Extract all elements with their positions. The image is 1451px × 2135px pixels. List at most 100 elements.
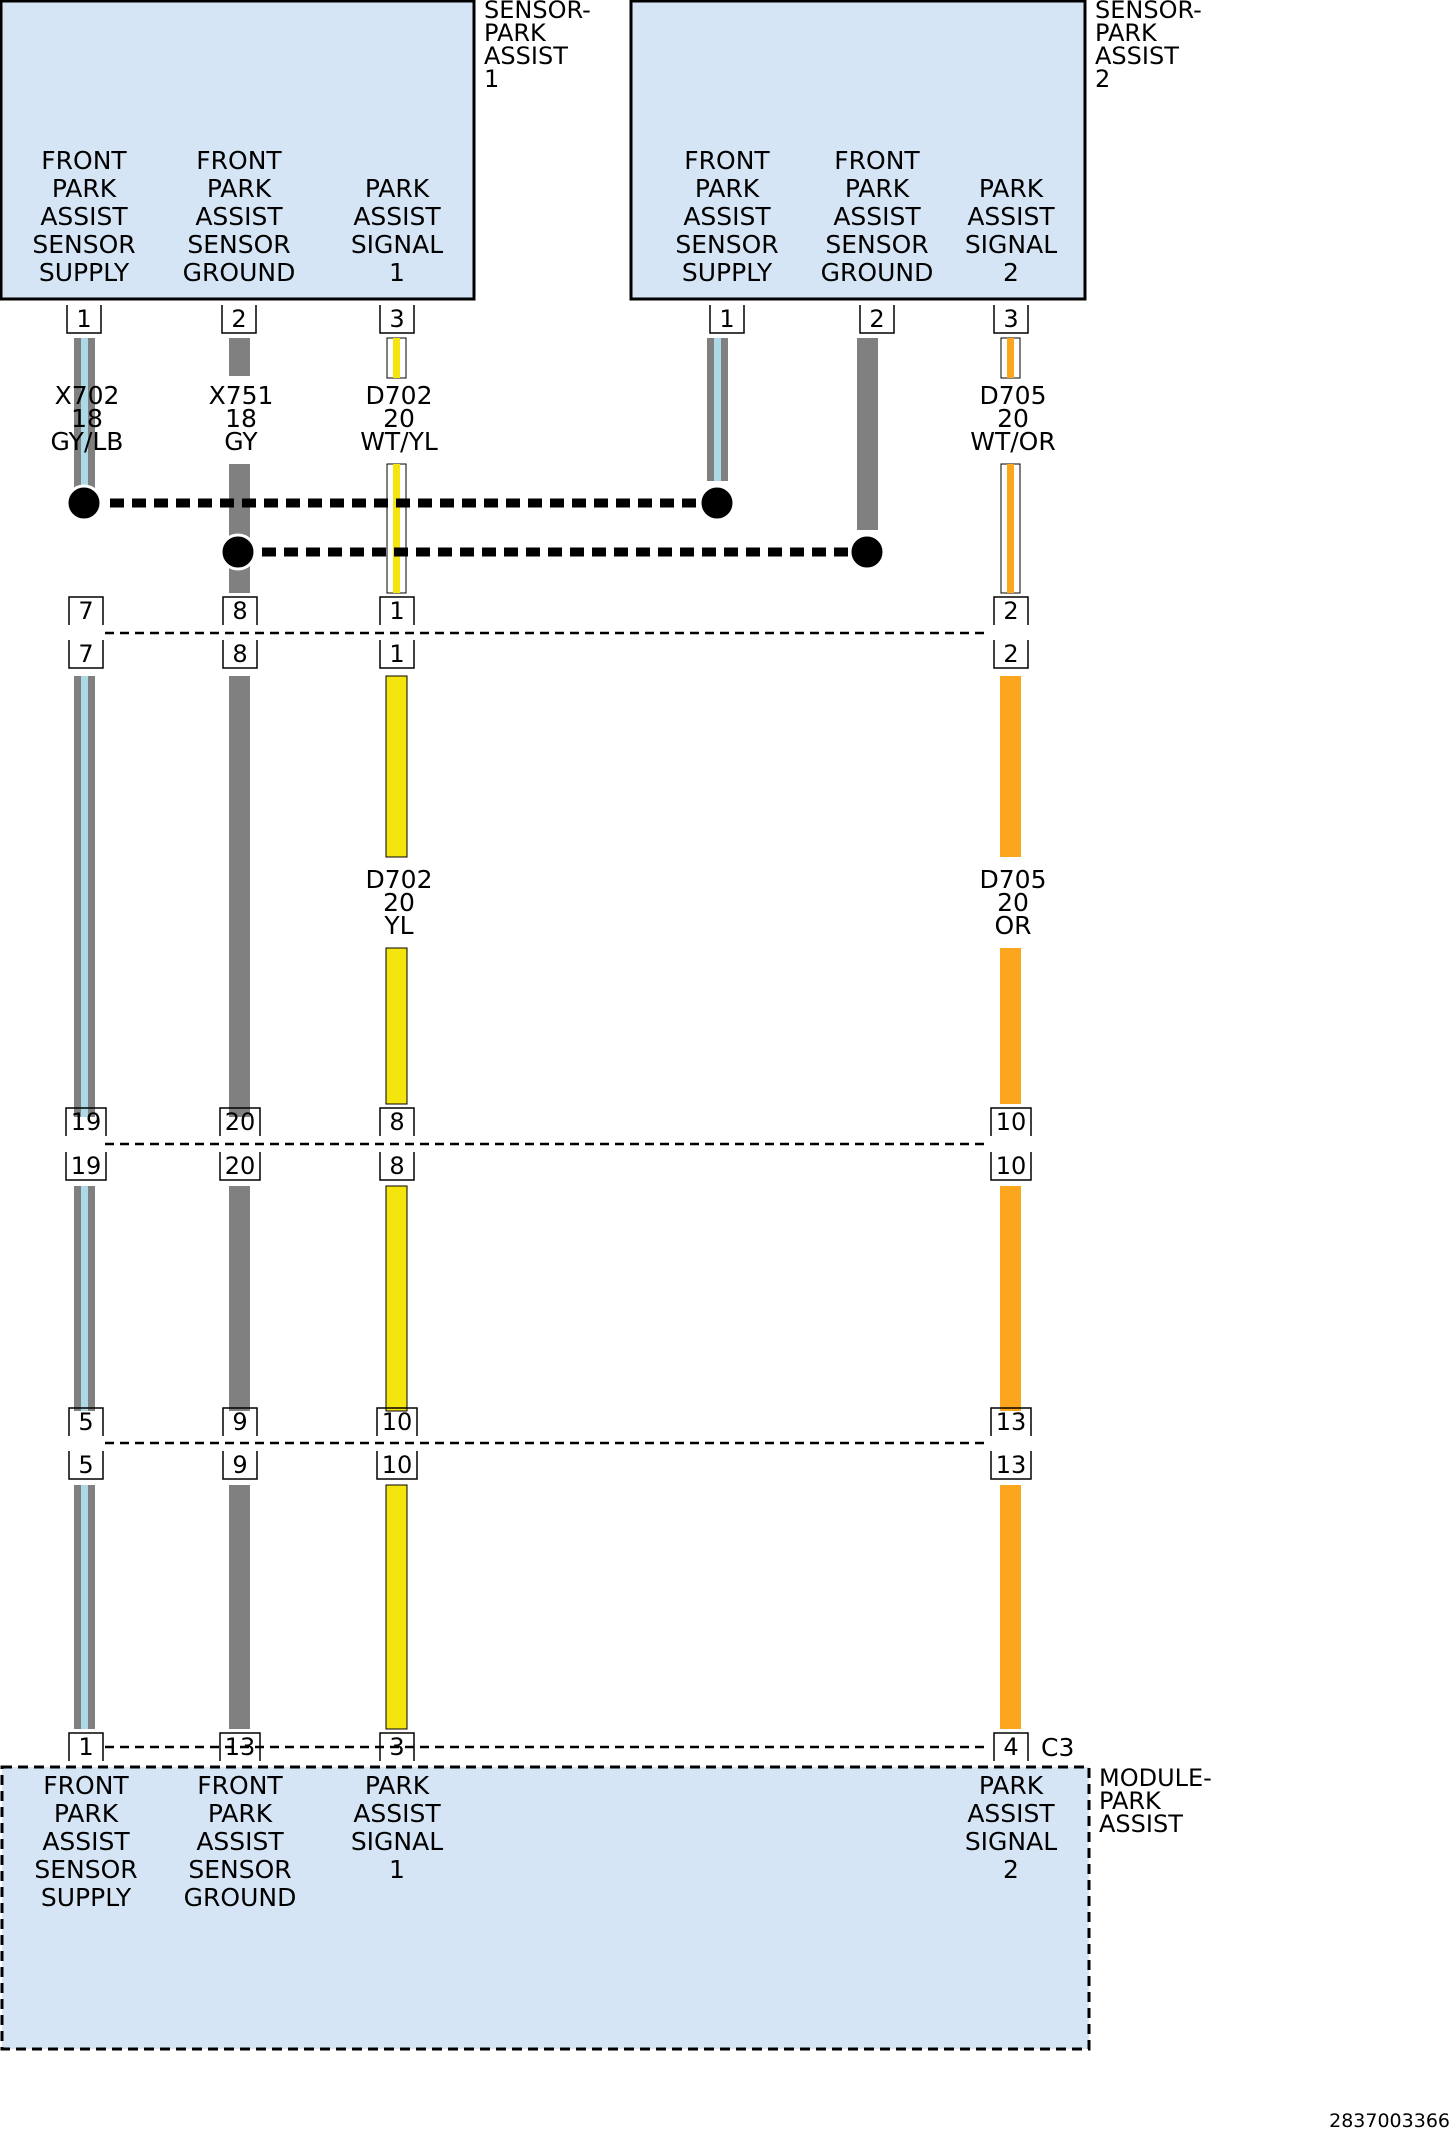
pin-number: 13 <box>996 1408 1027 1436</box>
wire-d705-upper-b-stripe <box>1007 464 1014 593</box>
wire-x751-seg-c <box>229 676 250 1117</box>
figure-id: 2837003366 <box>1329 2110 1450 2132</box>
pin-number: 20 <box>225 1108 256 1136</box>
pin-number: 10 <box>382 1408 413 1436</box>
wire-sensor2-ground <box>857 338 878 530</box>
wire-x751-gy <box>229 338 250 1729</box>
wire-d702-seg-e <box>385 1185 408 1412</box>
connector-row-2-bottom-pin-20: 20 <box>219 1152 261 1181</box>
splice-node-ground-right <box>848 533 886 571</box>
pin-number: 10 <box>996 1152 1027 1180</box>
connector-row-1-bottom-pin-1: 1 <box>379 640 415 669</box>
wire-d702-seg-d <box>385 947 408 1105</box>
connector-row-2-top-pin-8: 8 <box>379 1107 415 1136</box>
connector-row-2-top-pin-19: 19 <box>65 1107 107 1136</box>
wire-d705-seg-f <box>1000 1485 1021 1729</box>
pin-number: 8 <box>232 597 247 625</box>
splice-node-supply-left <box>65 484 103 522</box>
pin-number: 19 <box>71 1108 102 1136</box>
pin-number: 7 <box>78 597 93 625</box>
sensor-1-pin-1: 1 <box>66 305 102 334</box>
connector-row-2-bottom-pin-8: 8 <box>379 1152 415 1181</box>
pin-number: 10 <box>996 1108 1027 1136</box>
pin-number: 1 <box>78 1733 93 1761</box>
wire-d705-seg-d <box>1000 948 1021 1104</box>
wire-s2-supply-stripe <box>714 338 721 481</box>
connector-row-3-bottom-pin-9: 9 <box>222 1451 258 1480</box>
sensor-2-pin-3: 3 <box>993 305 1029 334</box>
connector-row-1-top-pin-7: 7 <box>68 596 104 625</box>
pin-number: 1 <box>76 305 91 333</box>
pin-number: 2 <box>1003 597 1018 625</box>
pin-number: 7 <box>78 640 93 668</box>
module-pin-4: 4 <box>993 1732 1029 1761</box>
connector-row-2-bottom-pin-10: 10 <box>990 1152 1032 1181</box>
module-park-assist-box <box>0 1765 1091 2051</box>
connector-row-3-top-pin-5: 5 <box>68 1407 104 1436</box>
wire-x702-stripe-a <box>81 338 88 498</box>
wire-sensor2-supply <box>707 338 728 481</box>
wire-x751-seg-a <box>229 338 250 376</box>
pin-number: 5 <box>78 1408 93 1436</box>
connector-row-1-bottom-pin-2: 2 <box>993 640 1029 669</box>
connector-row-3-bottom-pin-10: 10 <box>376 1451 418 1480</box>
wire-d705-upper-a-stripe <box>1007 338 1014 378</box>
sensor-park-assist-2-box <box>629 0 1087 301</box>
splice-node-supply-right <box>698 484 736 522</box>
wire-x751-seg-e <box>229 1485 250 1729</box>
wire-x702-stripe-d <box>81 1485 88 1729</box>
wire-d702-wt-yl <box>385 337 408 1730</box>
connector-row-1-top-pin-2: 2 <box>993 596 1029 625</box>
pin-number: 20 <box>225 1152 256 1180</box>
connector-row-3-top-pin-9: 9 <box>222 1407 258 1436</box>
pin-number: 3 <box>389 1733 404 1761</box>
pin-number: 1 <box>389 597 404 625</box>
pin-number: 8 <box>389 1108 404 1136</box>
sensor-2-pin-2: 2 <box>859 305 895 334</box>
connector-row-3-bottom-pin-13: 13 <box>990 1451 1032 1480</box>
pin-number: 19 <box>71 1152 102 1180</box>
pin-number: 13 <box>225 1733 256 1761</box>
wire-x702-stripe-b <box>81 676 88 1117</box>
connector-row-2-top-pin-20: 20 <box>219 1107 261 1136</box>
splice-node-ground-left <box>219 533 257 571</box>
pin-number: 2 <box>231 305 246 333</box>
pin-number: 9 <box>232 1451 247 1479</box>
connector-row-1-top-pin-1: 1 <box>379 596 415 625</box>
connector-row-3-bottom-pin-5: 5 <box>68 1451 104 1480</box>
connector-row-2-top-pin-10: 10 <box>990 1107 1032 1136</box>
sensor-1-pin-3: 3 <box>379 305 415 334</box>
connector-row-1-bottom-pin-8: 8 <box>222 640 258 669</box>
connector-row-1-top-pin-8: 8 <box>222 596 258 625</box>
module-connector-id: C3 <box>1041 1733 1074 1762</box>
pin-number: 8 <box>232 640 247 668</box>
wire-x702-gy-lb <box>74 338 95 1729</box>
sensor-2-pin-1: 1 <box>709 305 745 334</box>
wire-d702-seg-c <box>385 675 408 858</box>
pin-number: 8 <box>389 1152 404 1180</box>
wire-d702-upper-b-stripe <box>393 464 400 593</box>
pin-number: 10 <box>382 1451 413 1479</box>
pin-number: 3 <box>389 305 404 333</box>
wire-x702-stripe-c <box>81 1186 88 1411</box>
connector-row-2-bottom-pin-19: 19 <box>65 1152 107 1181</box>
